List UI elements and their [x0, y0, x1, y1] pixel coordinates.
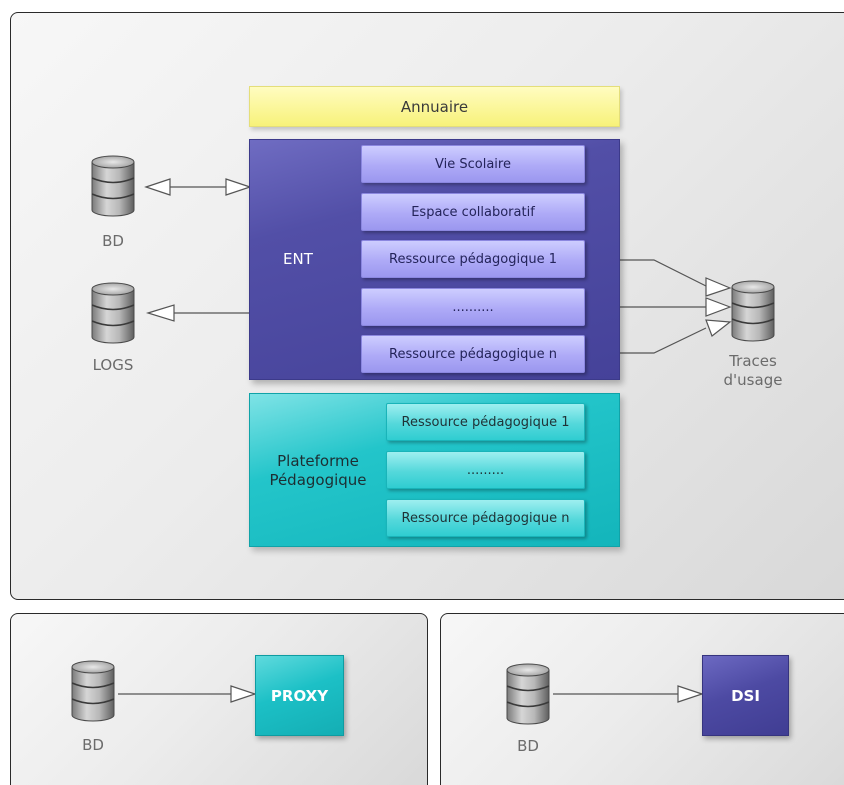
- ent-module-espace-collaboratif: Espace collaboratif: [361, 193, 585, 231]
- plateforme-label-line1: Plateforme: [277, 452, 359, 470]
- database-icon: [71, 660, 115, 722]
- ent-label: ENT: [283, 250, 313, 268]
- plateforme-module-ellipsis: .........: [386, 451, 585, 489]
- annuaire-label: Annuaire: [400, 97, 469, 116]
- database-icon: [731, 280, 775, 342]
- plateforme-module-label: Ressource pédagogique 1: [401, 414, 570, 430]
- plateforme-module-ressource-1: Ressource pédagogique 1: [386, 403, 585, 441]
- dsi-box: DSI: [702, 655, 789, 736]
- bd-proxy-caption: BD: [82, 736, 104, 754]
- database-icon: [91, 155, 135, 217]
- plateforme-module-label: Ressource pédagogique n: [401, 510, 570, 526]
- traces-caption: Traces d'usage: [712, 352, 794, 390]
- ent-module-ressource-n: Ressource pédagogique n: [361, 335, 585, 373]
- database-icon: [91, 282, 135, 344]
- traces-caption-line2: d'usage: [723, 371, 783, 389]
- annuaire-box: Annuaire: [249, 86, 620, 127]
- ent-module-label: Ressource pédagogique 1: [389, 251, 557, 267]
- bd-main-caption: BD: [102, 232, 124, 250]
- logs-caption: LOGS: [92, 356, 134, 374]
- plateforme-module-label: .........: [466, 462, 505, 478]
- ent-module-label: Ressource pédagogique n: [389, 346, 557, 362]
- traces-caption-line1: Traces: [729, 352, 777, 370]
- database-icon: [506, 663, 550, 725]
- ent-module-vie-scolaire: Vie Scolaire: [361, 145, 585, 183]
- plateforme-label: Plateforme Pédagogique: [256, 452, 380, 490]
- plateforme-module-ressource-n: Ressource pédagogique n: [386, 499, 585, 537]
- dsi-label: DSI: [731, 686, 760, 705]
- ent-module-label: Vie Scolaire: [435, 156, 511, 172]
- proxy-box: PROXY: [255, 655, 344, 736]
- ent-module-label: ..........: [452, 299, 494, 315]
- plateforme-label-line2: Pédagogique: [269, 471, 367, 489]
- ent-module-ellipsis: ..........: [361, 288, 585, 326]
- proxy-label: PROXY: [270, 686, 329, 705]
- bd-dsi-caption: BD: [517, 737, 539, 755]
- ent-module-label: Espace collaboratif: [411, 204, 535, 220]
- ent-module-ressource-1: Ressource pédagogique 1: [361, 240, 585, 278]
